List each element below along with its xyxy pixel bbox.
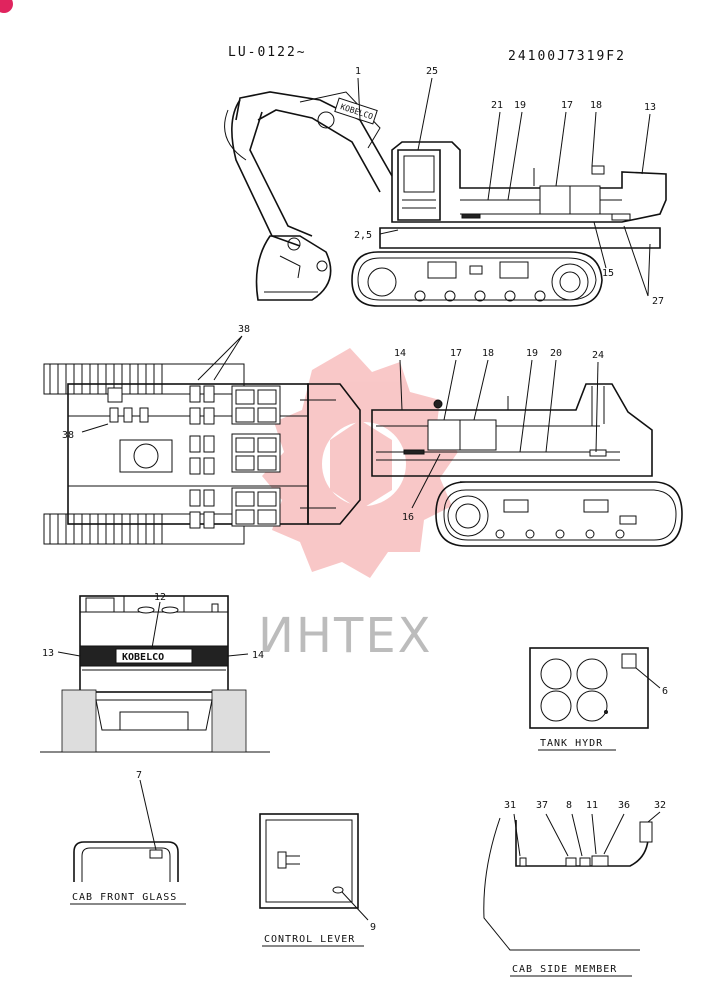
callout-9: 9 <box>370 922 376 933</box>
callout-6: 6 <box>662 686 668 697</box>
tank-hydr-caption: TANK HYDR <box>540 738 603 749</box>
callout-27: 27 <box>652 296 664 307</box>
callout-1: 1 <box>355 66 361 77</box>
control-lever-caption: CONTROL LEVER <box>264 934 355 945</box>
cab-side-member-caption: CAB SIDE MEMBER <box>512 964 617 975</box>
callout-15: 15 <box>602 268 614 279</box>
rear-view-excavator: KOBELCO <box>40 595 270 753</box>
cab-front-glass-detail: 7 CAB FRONT GLASS <box>70 770 186 905</box>
callout-19: 19 <box>514 100 526 111</box>
side-view2-callouts: 14 17 18 19 20 24 16 <box>394 348 604 523</box>
callout-8: 8 <box>566 800 572 811</box>
side-view-callouts: 1 25 21 19 17 18 13 2,5 15 27 <box>354 66 664 307</box>
callout-18: 18 <box>590 100 602 111</box>
callout-17: 17 <box>561 100 573 111</box>
rear-brand-decal: KOBELCO <box>122 652 164 663</box>
callout-18-side: 18 <box>482 348 494 359</box>
callout-13-rear: 13 <box>42 648 54 659</box>
callout-12-rear: 12 <box>154 592 166 603</box>
callout-38-top: 38 <box>238 324 250 335</box>
tank-hydr-detail: 6 TANK HYDR <box>529 647 668 751</box>
watermark-text: ИНТЕХ <box>258 608 433 664</box>
rear-view-callouts: 12 13 14 <box>42 592 264 661</box>
callout-21: 21 <box>491 100 503 111</box>
callout-7: 7 <box>136 770 142 781</box>
callout-13: 13 <box>644 102 656 113</box>
top-view-excavator <box>43 363 361 545</box>
callout-25: 25 <box>426 66 438 77</box>
side-view-excavator: KOBELCO <box>224 91 667 307</box>
callout-14-side: 14 <box>394 348 406 359</box>
callout-16-side: 16 <box>402 512 414 523</box>
cab-side-member-detail: 31 37 8 11 36 32 CAB SIDE MEMBER <box>483 800 666 977</box>
callout-32: 32 <box>654 800 666 811</box>
callout-37: 37 <box>536 800 548 811</box>
callout-17-side: 17 <box>450 348 462 359</box>
top-view-callouts: 38 38 <box>62 324 250 441</box>
callout-31: 31 <box>504 800 516 811</box>
callout-14-rear: 14 <box>252 650 264 661</box>
control-lever-detail: 9 CONTROL LEVER <box>259 813 376 947</box>
callout-2-5: 2,5 <box>354 230 372 241</box>
part-number: 24100J7319F2 <box>508 49 626 64</box>
serial-range: LU-0122~ <box>228 45 307 60</box>
side-view-excavator-rear <box>371 383 683 547</box>
callout-19-side: 19 <box>526 348 538 359</box>
callout-24-side: 24 <box>592 350 604 361</box>
cab-front-glass-caption: CAB FRONT GLASS <box>72 892 177 903</box>
callout-38-left: 38 <box>62 430 74 441</box>
callout-11: 11 <box>586 800 598 811</box>
corner-badge-icon <box>0 0 13 13</box>
callout-20-side: 20 <box>550 348 562 359</box>
callout-36: 36 <box>618 800 630 811</box>
